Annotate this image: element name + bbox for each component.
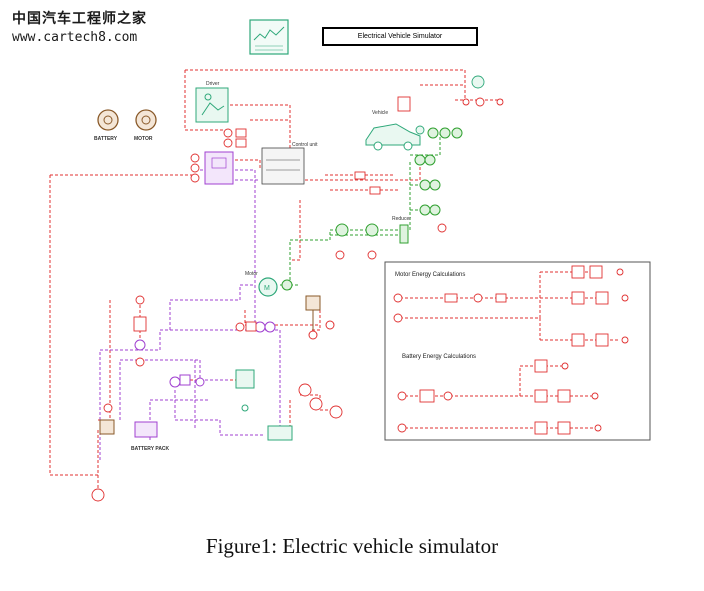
- battery-output-block: [267, 425, 293, 441]
- watermark-url: www.cartech8.com: [12, 30, 138, 45]
- motor-thermal-block: [305, 295, 335, 340]
- battery-pack-block: BATTERY PACK: [99, 419, 170, 452]
- battery-pack-label: BATTERY PACK: [131, 446, 170, 452]
- vehicle-block: Vehicle: [365, 96, 421, 151]
- battery-energy-title: Battery Energy Calculations: [402, 354, 476, 360]
- battery-meter-label: BATTERY: [94, 136, 118, 142]
- energy-calculations-panel: Motor Energy Calculations Battery Energy…: [384, 261, 651, 441]
- battery-meter: BATTERY: [94, 109, 119, 142]
- driving-profile-icon: [249, 19, 289, 55]
- control-unit-label: Control unit: [292, 142, 318, 148]
- diagram-title: Electrical Vehicle Simulator: [322, 27, 478, 46]
- reducer-label: Reducer: [392, 216, 411, 222]
- motor-energy-title: Motor Energy Calculations: [395, 272, 465, 278]
- watermark-site-name: 中国汽车工程师之家: [12, 11, 147, 27]
- dcdc-block: [235, 369, 255, 412]
- svg-text:M: M: [264, 285, 270, 292]
- motor-meter-label: MOTOR: [134, 136, 153, 142]
- control-unit-block: Control unit: [261, 142, 318, 185]
- ev-simulator-diagram: Driver BATTERY MOTOR Control unit Vehicl…: [49, 19, 651, 502]
- motor-label: Motor: [245, 271, 258, 277]
- controller-block: [204, 151, 234, 185]
- motor-meter: MOTOR: [134, 109, 157, 142]
- vehicle-label: Vehicle: [372, 110, 388, 116]
- figure-caption: Figure1: Electric vehicle simulator: [205, 534, 499, 558]
- driver-block: Driver: [195, 81, 229, 123]
- motor-block: M Motor: [245, 271, 278, 297]
- driver-label: Driver: [206, 81, 220, 87]
